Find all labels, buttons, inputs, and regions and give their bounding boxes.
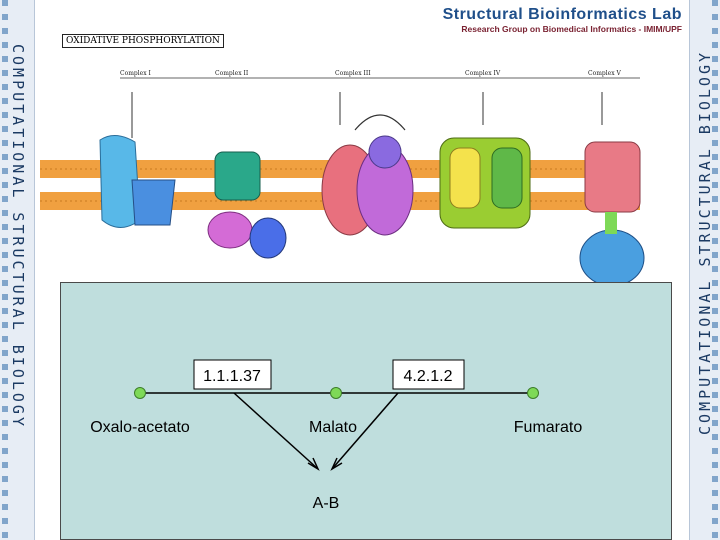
enzyme-box-1[interactable] (193, 359, 272, 390)
reaction-arrow-1 (233, 392, 319, 470)
enzyme-label-2: 4.2.1.2 (404, 368, 453, 385)
enzyme-box-2[interactable] (392, 359, 465, 390)
complex-label-4: Complex IV (465, 70, 501, 77)
reaction-panel (60, 282, 672, 540)
arrowhead-icon (307, 457, 320, 471)
complex-label-5: Complex V (588, 70, 621, 77)
compound-label-malato: Malato (309, 419, 357, 436)
sidebar-pattern (712, 0, 718, 540)
enzyme-label-1: 1.1.1.37 (203, 368, 261, 385)
node-malato[interactable] (330, 387, 342, 399)
sidebar-pattern (2, 0, 8, 540)
complex-label-3: Complex III (335, 70, 371, 77)
compound-label-oxaloacetato: Oxalo-acetato (90, 419, 190, 436)
complex-label-1: Complex I (120, 70, 151, 77)
pathway-illustration: Complex I Complex II Complex III Complex… (40, 70, 645, 285)
compound-label-fumarato: Fumarato (514, 419, 583, 436)
lab-subtitle: Research Group on Biomedical Informatics… (461, 24, 682, 34)
lab-title: Structural Bioinformatics Lab (442, 6, 682, 23)
arrowhead-icon (330, 457, 343, 471)
left-sidebar: COMPUTATIONAL STRUCTURAL BIOLOGY (0, 0, 35, 540)
pathway-title: OXIDATIVE PHOSPHORYLATION (62, 34, 224, 48)
node-oxaloacetato[interactable] (134, 387, 146, 399)
complex-label-2: Complex II (215, 70, 249, 77)
right-sidebar: COMPUTATIONAL STRUCTURAL BIOLOGY (689, 0, 720, 540)
left-sidebar-text: COMPUTATIONAL STRUCTURAL BIOLOGY (9, 44, 27, 429)
complex-ii-shape (214, 151, 261, 201)
product-label: A-B (313, 495, 340, 512)
reaction-arrow-2 (331, 392, 399, 470)
node-fumarato[interactable] (527, 387, 539, 399)
